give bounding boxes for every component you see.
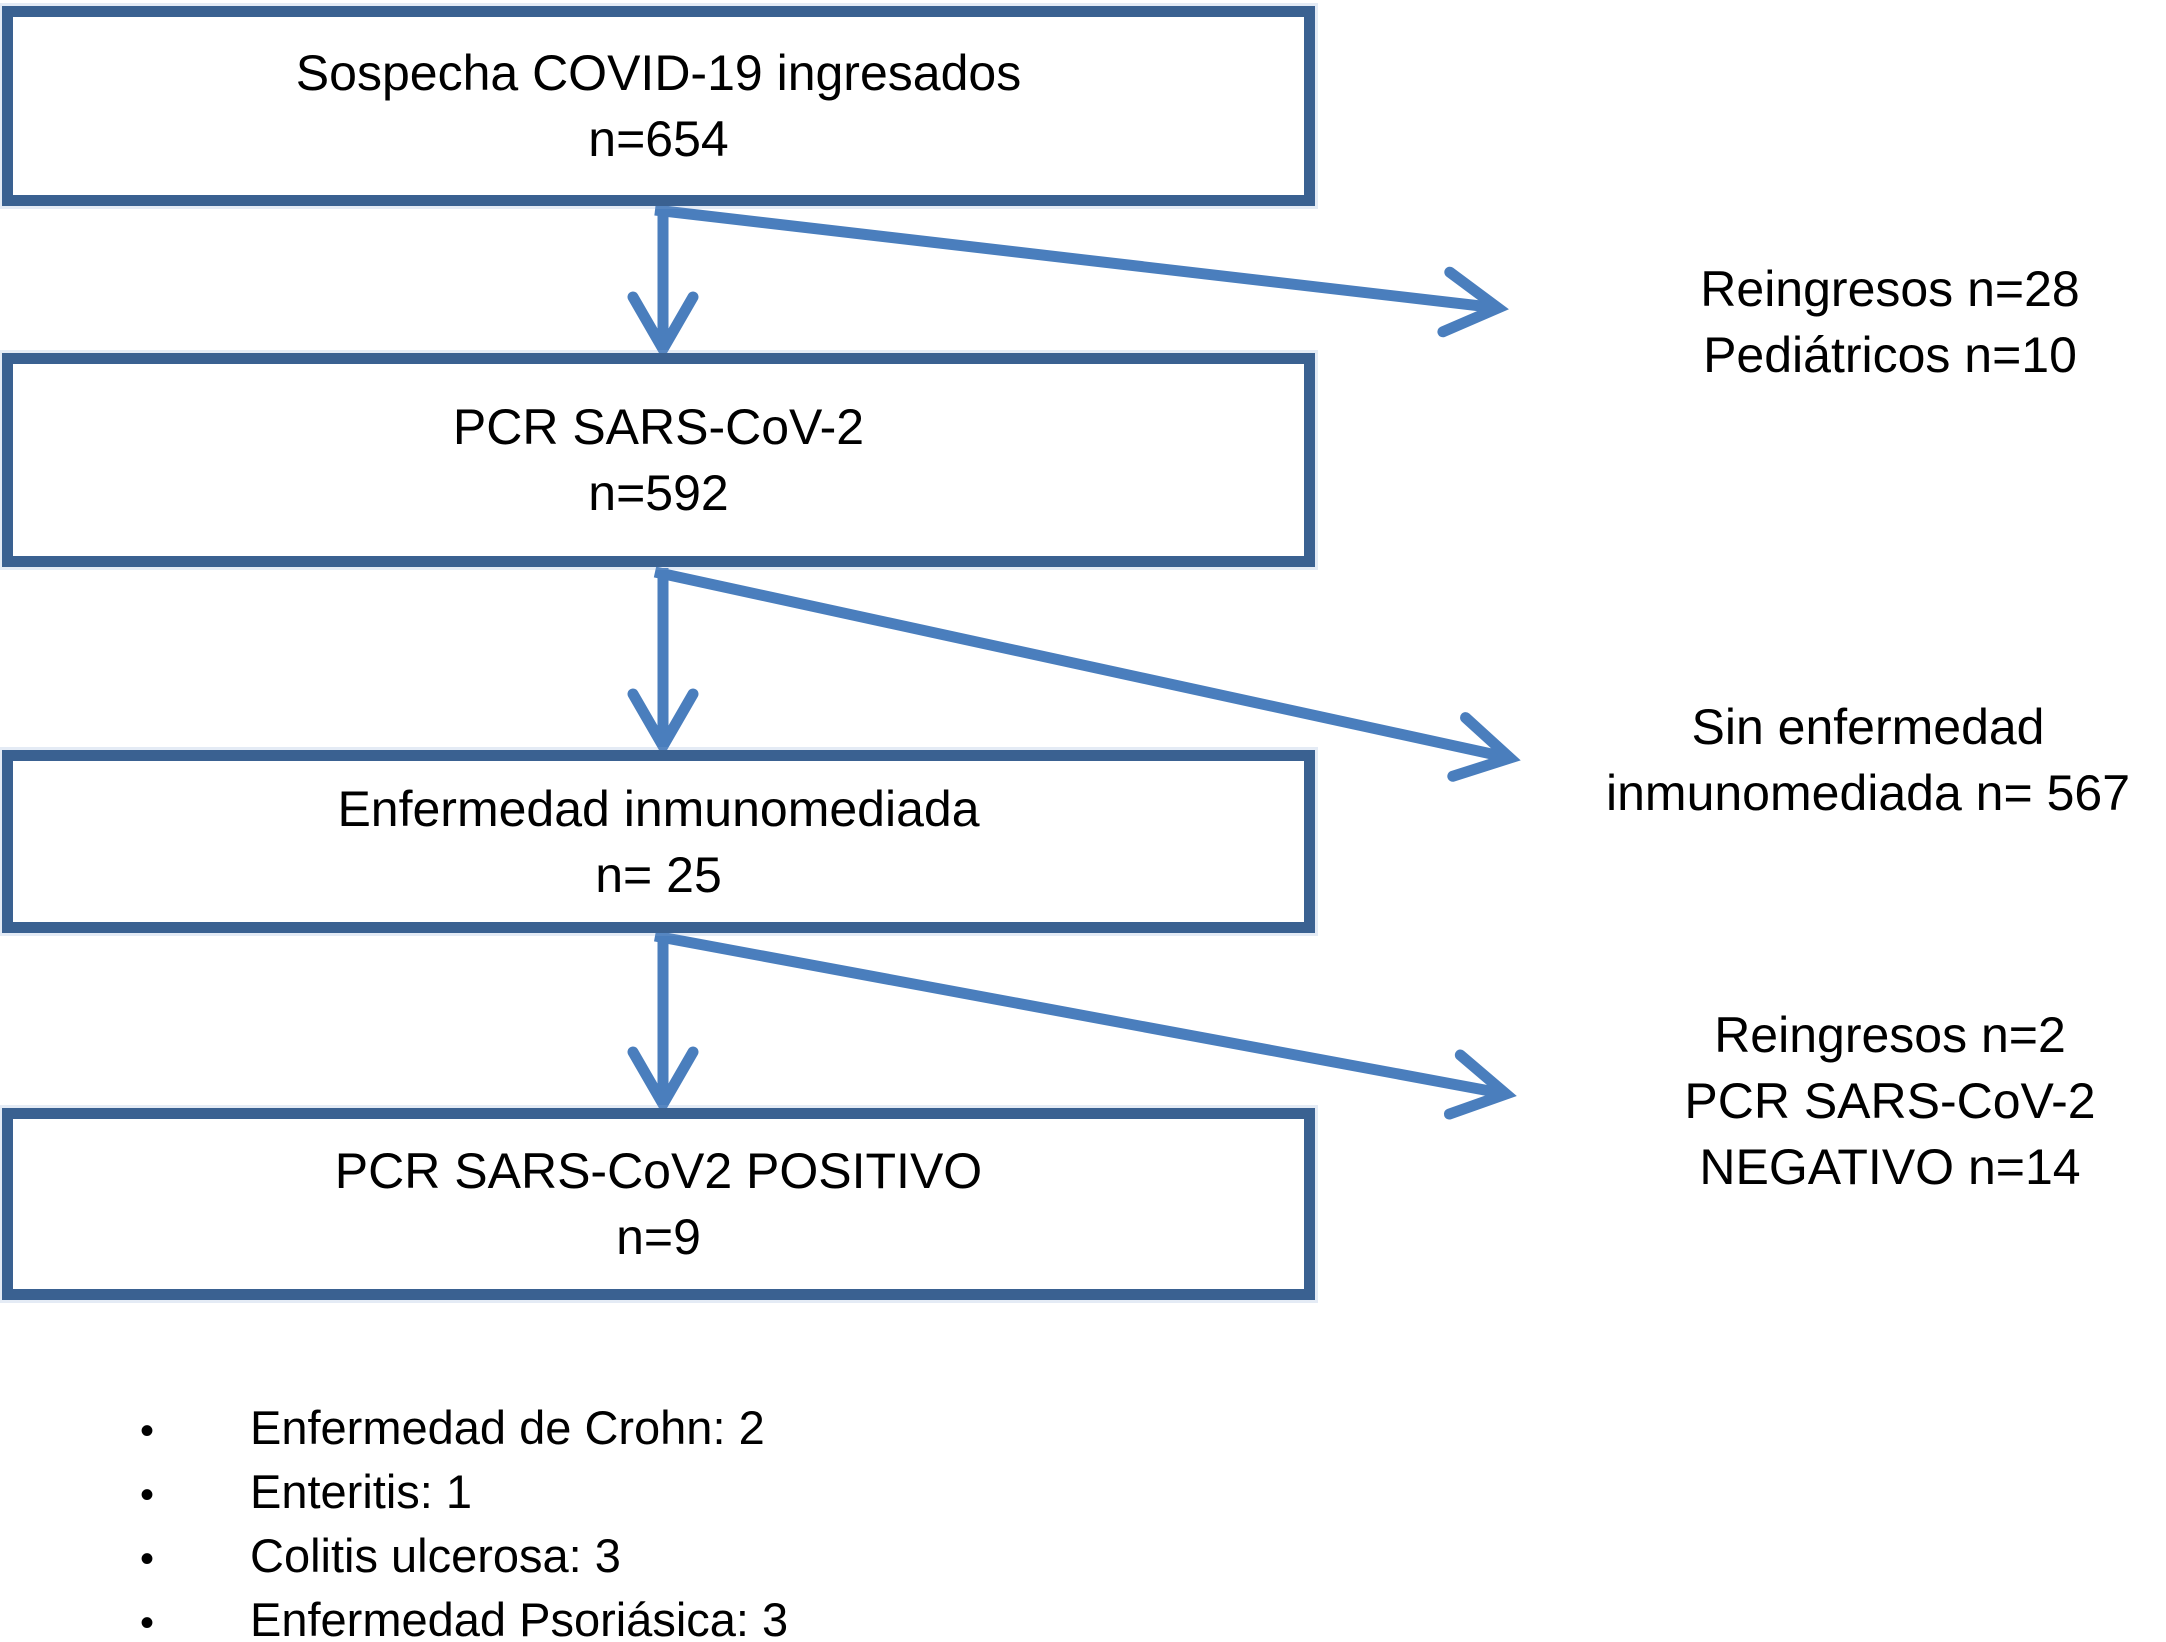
box-count: n=654 [588,111,729,167]
box-title: PCR SARS-CoV-2 [452,399,865,455]
exclusion-line: inmunomediada n= 567 [1606,765,2130,821]
box-count: n=592 [588,465,729,521]
diagnosis-list: • Enfermedad de Crohn: 2 • Enteritis: 1 … [140,1396,1240,1642]
box-title: PCR SARS-CoV2 POSITIVO [334,1143,983,1199]
bullet-icon: • [140,1601,155,1642]
list-item-label: Enteritis: 1 [250,1465,473,1518]
arrow-box1-to-exclusion1 [654,204,1509,338]
list-item-label: Enfermedad Psoriásica: 3 [250,1593,789,1642]
arrow-box2-to-exclusion2 [653,566,1521,782]
exclusion-note-2: Sin enfermedad inmunomediada n= 567 [1570,694,2166,826]
box-count: n= 25 [595,846,722,903]
exclusion-note-3: Reingresos n=2 PCR SARS-CoV-2 NEGATIVO n… [1620,1002,2160,1200]
exclusion-line: PCR SARS-CoV-2 [1684,1073,2096,1129]
flow-box-pcr-positivo: PCR SARS-CoV2 POSITIVO n=9 [2,1108,1315,1300]
box-count: n=9 [616,1209,701,1265]
exclusion-note-1: Reingresos n=28 Pediátricos n=10 [1620,256,2160,388]
list-item: • Enfermedad de Crohn: 2 [140,1396,1240,1460]
list-item: • Enteritis: 1 [140,1460,1240,1524]
flow-box-pcr-sars-cov-2: PCR SARS-CoV-2 n=592 [2,353,1315,567]
flow-box-enfermedad-inmunomediada: Enfermedad inmunomediada n= 25 [2,750,1315,933]
list-item-label: Colitis ulcerosa: 3 [250,1529,621,1582]
exclusion-line: Pediátricos n=10 [1703,327,2077,383]
bullet-icon: • [140,1473,155,1517]
exclusion-line: Reingresos n=28 [1700,261,2080,317]
bullet-icon: • [140,1537,155,1581]
list-item: • Enfermedad Psoriásica: 3 [140,1588,1240,1642]
arrow-box3-to-exclusion3 [653,930,1517,1120]
exclusion-line: Sin enfermedad [1691,699,2045,755]
list-item-label: Enfermedad de Crohn: 2 [250,1401,765,1454]
exclusion-line: NEGATIVO n=14 [1699,1139,2081,1195]
box-title: Enfermedad inmunomediada [337,780,980,837]
bullet-icon: • [140,1409,155,1453]
list-item: • Colitis ulcerosa: 3 [140,1524,1240,1588]
box-title: Sospecha COVID-19 ingresados [295,45,1022,101]
exclusion-line: Reingresos n=2 [1714,1007,2066,1063]
flow-box-sospecha-covid: Sospecha COVID-19 ingresados n=654 [2,6,1315,206]
